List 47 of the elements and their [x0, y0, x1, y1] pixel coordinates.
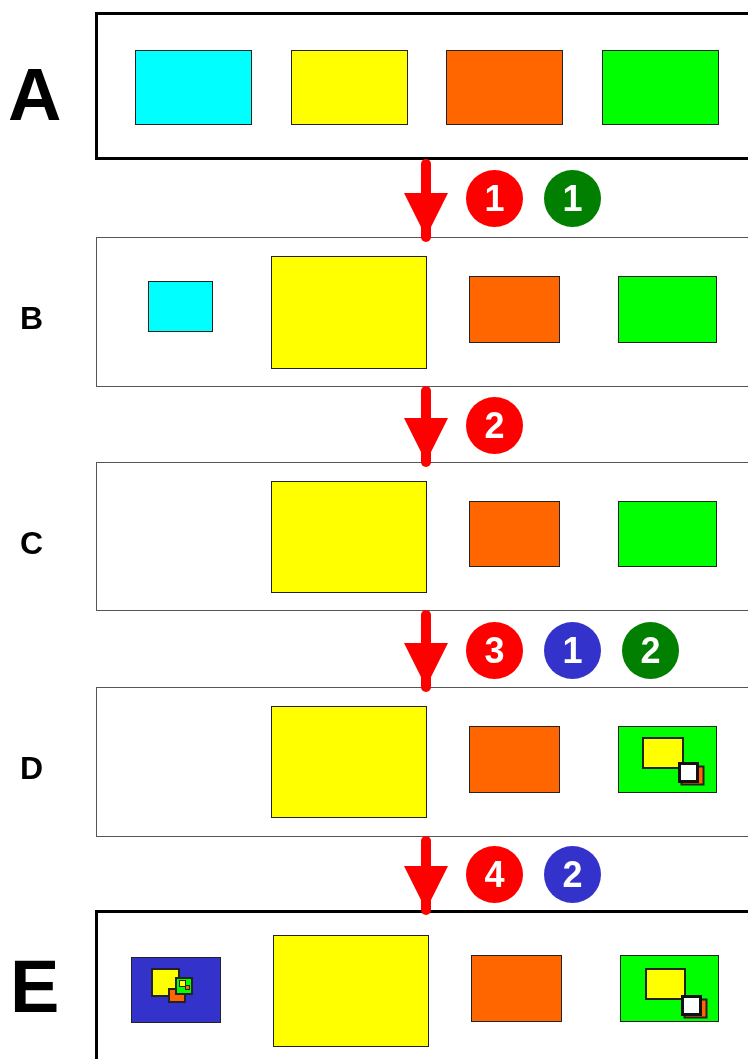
block	[135, 50, 252, 125]
block	[620, 955, 719, 1022]
stage-panel	[95, 910, 748, 1059]
arrow	[404, 386, 448, 467]
stage-panel	[96, 687, 748, 837]
block	[618, 501, 717, 567]
nested-block	[185, 985, 190, 990]
numbered-marker: 3	[466, 622, 523, 679]
stage-letter: C	[20, 527, 44, 559]
stage-letter: D	[20, 752, 44, 784]
nested-block	[645, 968, 686, 1000]
block	[273, 935, 429, 1047]
stage-letter: B	[20, 302, 44, 334]
block	[271, 706, 427, 818]
nested-block	[175, 977, 193, 995]
numbered-marker: 2	[544, 846, 601, 903]
block	[469, 726, 560, 793]
block	[618, 726, 717, 793]
block	[618, 276, 717, 343]
block	[291, 50, 408, 125]
arrow	[404, 159, 448, 242]
block	[602, 50, 719, 125]
block	[469, 276, 560, 343]
block	[271, 481, 427, 593]
numbered-marker: 4	[466, 846, 523, 903]
numbered-marker: 1	[544, 170, 601, 227]
block	[271, 256, 427, 369]
stage-letter: A	[8, 58, 62, 132]
numbered-marker: 2	[466, 397, 523, 454]
numbered-marker: 1	[544, 622, 601, 679]
arrow	[404, 610, 448, 692]
block	[469, 501, 560, 567]
nested-block	[179, 980, 186, 987]
block	[446, 50, 563, 125]
stage-panel	[95, 12, 748, 160]
block	[131, 957, 221, 1023]
shadowed-block	[678, 762, 705, 786]
shadowed-block	[681, 995, 708, 1019]
stage-panel	[96, 462, 748, 611]
arrow	[404, 836, 448, 915]
block	[471, 955, 562, 1022]
stage-letter: E	[10, 950, 60, 1024]
block	[148, 281, 213, 332]
numbered-marker: 2	[622, 622, 679, 679]
numbered-marker: 1	[466, 170, 523, 227]
nested-block	[642, 737, 684, 769]
stage-panel	[96, 237, 748, 387]
